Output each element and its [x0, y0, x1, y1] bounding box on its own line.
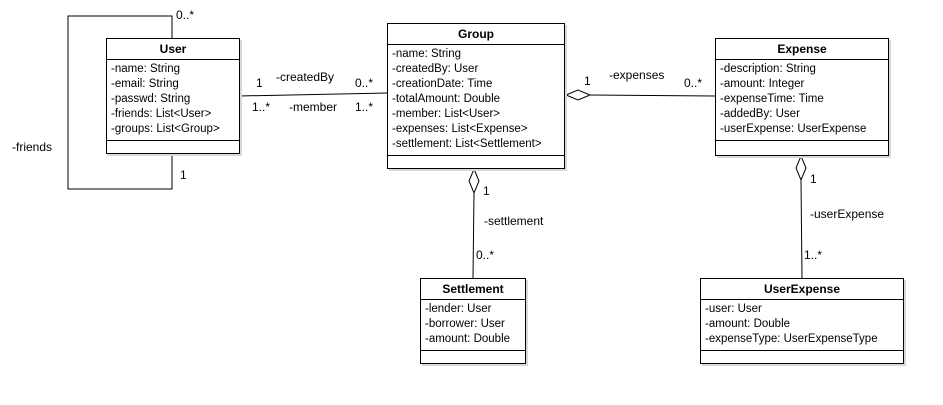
class-settlement-attributes: -lender: User -borrower: User -amount: D…	[421, 300, 525, 351]
attribute: -userExpense: UserExpense	[720, 123, 867, 135]
class-group-attributes: -name: String -createdBy: User -creation…	[388, 45, 564, 156]
attribute: -settlement: List<Settlement>	[392, 138, 542, 150]
userexpense-mult-expense: 1	[810, 172, 817, 186]
attribute: -amount: Double	[425, 333, 511, 345]
attribute: -name: String	[392, 48, 462, 60]
expenses-association-line	[589, 94, 716, 97]
settlement-role-label: -settlement	[484, 214, 544, 228]
attribute: -amount: Double	[705, 318, 791, 330]
createdby-mult-user: 1	[256, 76, 263, 90]
class-user-attributes: -name: String -email: String -passwd: St…	[107, 60, 239, 141]
class-settlement-name: Settlement	[421, 279, 525, 300]
class-userexpense-attributes: -user: User -amount: Double -expenseType…	[701, 300, 903, 351]
class-userexpense-operations	[701, 351, 903, 357]
expenses-role-label: -expenses	[609, 68, 665, 82]
attribute: -description: String	[720, 63, 816, 75]
attribute: -createdBy: User	[392, 63, 479, 75]
class-group-name: Group	[388, 24, 564, 45]
class-settlement: Settlement -lender: User -borrower: User…	[420, 278, 526, 364]
class-userexpense-name: UserExpense	[701, 279, 903, 300]
attribute: -user: User	[705, 303, 762, 315]
attribute: -friends: List<User>	[111, 108, 212, 120]
attribute: -member: List<User>	[392, 108, 501, 120]
attribute: -lender: User	[425, 303, 492, 315]
class-expense-attributes: -description: String -amount: Integer -e…	[716, 60, 888, 141]
class-group: Group -name: String -createdBy: User -cr…	[387, 23, 565, 169]
class-user-operations	[107, 141, 239, 147]
settlement-association-line	[472, 192, 475, 279]
attribute: -addedBy: User	[720, 108, 800, 120]
class-userexpense: UserExpense -user: User -amount: Double …	[700, 278, 904, 364]
class-expense-name: Expense	[716, 39, 888, 60]
settlement-mult-group: 1	[483, 184, 490, 198]
attribute: -creationDate: Time	[392, 78, 493, 90]
friends-mult-bottom: 1	[180, 168, 187, 182]
attribute: -expenses: List<Expense>	[392, 123, 528, 135]
member-mult-group: 1..*	[355, 100, 374, 114]
attribute: -name: String	[111, 63, 181, 75]
class-user: User -name: String -email: String -passw…	[106, 38, 240, 154]
createdby-mult-group: 0..*	[355, 76, 374, 90]
attribute: -groups: List<Group>	[111, 123, 220, 135]
friends-mult-top: 0..*	[176, 8, 195, 22]
attribute: -totalAmount: Double	[392, 93, 501, 105]
class-group-operations	[388, 156, 564, 162]
attribute: -passwd: String	[111, 93, 191, 105]
settlement-mult-settlement: 0..*	[476, 248, 495, 262]
attribute: -expenseTime: Time	[720, 93, 824, 105]
attribute: -expenseType: UserExpenseType	[705, 333, 878, 345]
attribute: -borrower: User	[425, 318, 505, 330]
attribute: -amount: Integer	[720, 78, 805, 90]
member-mult-user: 1..*	[252, 100, 271, 114]
class-settlement-operations	[421, 351, 525, 357]
class-expense: Expense -description: String -amount: In…	[715, 38, 889, 156]
expenses-mult-expense: 0..*	[684, 76, 703, 90]
class-user-name: User	[107, 39, 239, 60]
class-expense-operations	[716, 141, 888, 147]
friends-role-label: -friends	[12, 140, 53, 154]
friends-association-line	[67, 15, 173, 190]
settlement-aggregation-diamond	[468, 167, 480, 195]
userexpense-aggregation-diamond	[795, 154, 807, 182]
userexpense-role-label: -userExpense	[810, 207, 885, 221]
expenses-aggregation-diamond	[564, 89, 592, 101]
createdby-role-label: -createdBy	[276, 70, 335, 84]
userexpense-association-line	[800, 179, 803, 279]
attribute: -email: String	[111, 78, 179, 90]
userexpense-mult-userexpense: 1..*	[804, 248, 823, 262]
member-role-label: -member	[289, 100, 338, 114]
createdby-association-line	[238, 92, 388, 97]
expenses-mult-group: 1	[584, 74, 591, 88]
